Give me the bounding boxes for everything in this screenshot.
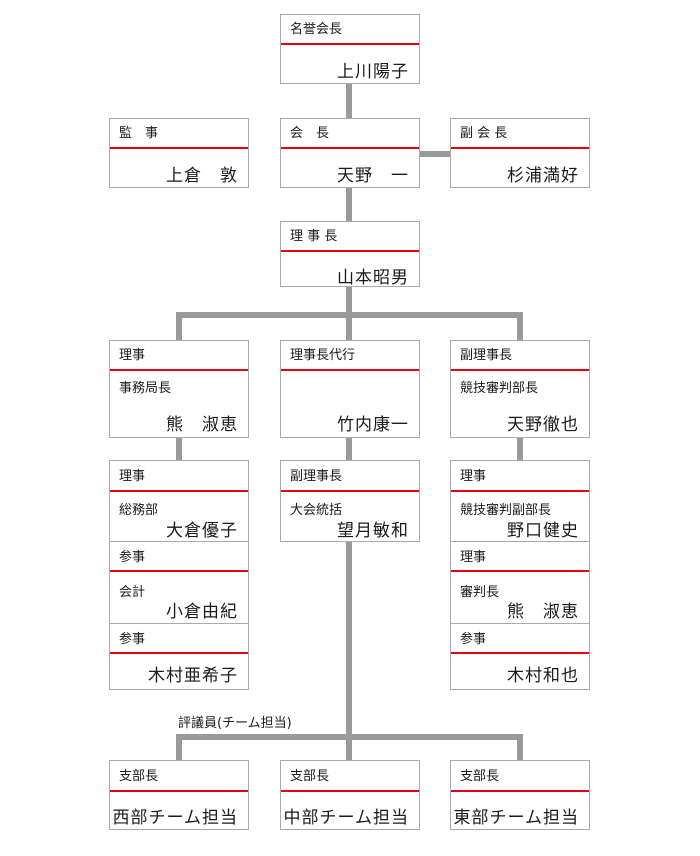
role-label: 審判長	[460, 585, 500, 600]
person-name: 竹内康一	[337, 415, 409, 435]
person-name: 木村和也	[507, 666, 579, 686]
council-label: 評議員(チーム担当)	[178, 716, 292, 731]
connector-line	[176, 734, 182, 765]
person-name: 望月敏和	[337, 521, 409, 541]
branch-west-box: 支部長西部チーム担当	[109, 760, 249, 830]
director-left-box: 理事事務局長熊 淑恵	[109, 340, 249, 438]
connector-line	[176, 734, 523, 740]
vice-chairman-right-box: 副理事長競技審判部長天野徹也	[450, 340, 590, 438]
connector-line	[346, 540, 352, 765]
connector-line	[346, 436, 352, 462]
connector-line	[517, 436, 523, 462]
person-name: 山本昭男	[337, 268, 409, 288]
branch-central-box: 支部長中部チーム担当	[280, 760, 420, 830]
connector-line	[176, 436, 182, 462]
connector-line	[346, 312, 352, 342]
connector-line	[517, 312, 523, 342]
position-title: 副理事長	[451, 341, 589, 371]
vice-chairman-center-box: 副理事長大会統括望月敏和	[280, 460, 420, 542]
person-name: 杉浦満好	[507, 166, 579, 186]
position-title: 理事	[110, 461, 248, 492]
person-name: 天野徹也	[507, 415, 579, 435]
position-title: 会 長	[281, 119, 419, 149]
vice-president-box: 副 会 長杉浦満好	[450, 118, 590, 188]
role-label: 大会統括	[290, 503, 343, 518]
person-name: 西部チーム担当	[112, 808, 238, 828]
person-name: 天野 一	[337, 166, 409, 186]
role-label: 総務部	[119, 503, 159, 518]
connector-line	[346, 82, 352, 122]
position-title: 副理事長	[281, 461, 419, 492]
branch-east-box: 支部長東部チーム担当	[450, 760, 590, 830]
person-name: 大倉優子	[166, 521, 238, 541]
chairman-box: 理 事 長山本昭男	[280, 221, 420, 288]
person-name: 熊 淑恵	[507, 602, 579, 622]
left-staff-box: 理事総務部大倉優子参事会計小倉由紀参事木村亜希子	[109, 460, 249, 690]
position-title: 理事	[451, 461, 589, 492]
role-label: 事務局長	[119, 381, 172, 396]
position-title: 名誉会長	[281, 15, 419, 45]
person-name: 木村亜希子	[148, 666, 238, 686]
connector-line	[346, 285, 352, 315]
person-name: 中部チーム担当	[283, 808, 409, 828]
position-title: 支部長	[451, 761, 589, 792]
position-title: 理 事 長	[281, 222, 419, 252]
auditor-box: 監 事上倉 敦	[109, 118, 249, 188]
role-label: 競技審判副部長	[460, 503, 552, 518]
connector-line	[176, 312, 182, 342]
position-title: 副 会 長	[451, 119, 589, 149]
position-title: 支部長	[110, 761, 248, 792]
person-name: 小倉由紀	[166, 602, 238, 622]
connector-line	[517, 734, 523, 765]
role-label: 会計	[119, 585, 146, 600]
acting-chairman-box: 理事長代行竹内康一	[280, 340, 420, 438]
position-title: 支部長	[281, 761, 419, 792]
person-name: 上川陽子	[337, 62, 409, 82]
person-name: 東部チーム担当	[453, 808, 579, 828]
position-title: 参事	[451, 623, 589, 654]
position-title: 理事	[451, 541, 589, 572]
connector-line	[346, 185, 352, 223]
connector-line	[420, 151, 451, 157]
position-title: 理事	[110, 341, 248, 371]
role-label: 競技審判部長	[460, 381, 539, 396]
honorary-president-box: 名誉会長上川陽子	[280, 14, 420, 84]
person-name: 熊 淑恵	[166, 415, 238, 435]
position-title: 参事	[110, 623, 248, 654]
position-title: 参事	[110, 541, 248, 572]
person-name: 野口健史	[507, 521, 579, 541]
right-staff-box: 理事競技審判副部長野口健史理事審判長熊 淑恵参事木村和也	[450, 460, 590, 690]
position-title: 理事長代行	[281, 341, 419, 371]
position-title: 監 事	[110, 119, 248, 149]
president-box: 会 長天野 一	[280, 118, 420, 188]
person-name: 上倉 敦	[166, 166, 238, 186]
